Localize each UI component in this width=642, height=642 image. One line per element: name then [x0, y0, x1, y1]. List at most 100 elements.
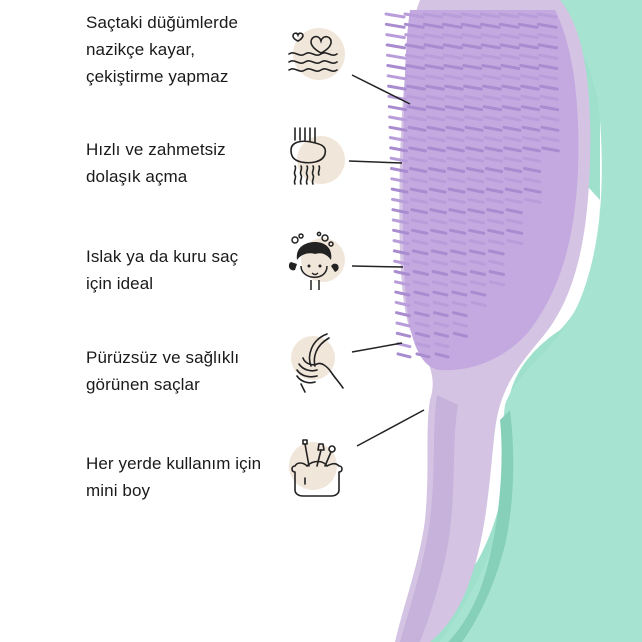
bristle	[537, 33, 558, 40]
bristle	[468, 239, 486, 246]
bristle	[499, 43, 521, 50]
bristle	[385, 53, 407, 60]
bristle	[480, 53, 502, 60]
bristle	[406, 84, 426, 91]
bristle	[483, 136, 503, 143]
bristle	[485, 187, 504, 194]
bristle	[449, 239, 467, 246]
bristle	[448, 218, 467, 225]
callout-line-2	[348, 160, 403, 164]
bristle	[467, 197, 485, 204]
bristle	[505, 218, 524, 225]
bristle	[408, 167, 428, 173]
bristle	[463, 94, 483, 101]
bristle	[384, 12, 406, 19]
bristle	[465, 146, 484, 153]
bristle	[450, 280, 468, 287]
bristle	[502, 125, 522, 132]
bristle	[506, 239, 524, 246]
hand-hair-icon	[291, 333, 344, 393]
bristle	[449, 249, 467, 256]
bristle	[388, 136, 408, 143]
bristle	[393, 280, 411, 287]
bristle	[488, 280, 506, 287]
bristle	[447, 177, 466, 184]
bristle	[498, 12, 520, 19]
bristle	[460, 12, 482, 19]
bristle	[461, 33, 482, 40]
bristle	[487, 228, 505, 235]
bristle	[410, 218, 429, 225]
bristle	[432, 300, 449, 307]
bristle	[445, 136, 465, 143]
bristle	[464, 115, 484, 122]
bristle	[452, 311, 468, 318]
bristle	[415, 342, 431, 349]
bristle	[408, 146, 427, 153]
bristle	[427, 156, 447, 163]
bristle	[469, 270, 487, 276]
callout-line-3	[351, 265, 404, 268]
bristle	[540, 136, 560, 143]
bristle	[523, 187, 542, 194]
bristle	[484, 146, 503, 153]
bristle	[504, 187, 523, 194]
bristle	[520, 94, 540, 101]
bristle	[412, 259, 429, 266]
bristle	[517, 22, 539, 29]
bristle	[430, 228, 448, 235]
bristle	[429, 197, 447, 204]
bristle	[430, 239, 448, 246]
bristle	[517, 12, 539, 19]
bristle	[387, 84, 407, 91]
bristle	[385, 33, 406, 40]
bristle	[386, 64, 407, 70]
bristle	[391, 208, 409, 215]
bristle	[387, 105, 408, 112]
bristle	[466, 187, 485, 194]
bristle	[537, 53, 559, 60]
bristle	[433, 331, 450, 338]
bristle	[464, 125, 484, 132]
bristle	[464, 136, 484, 143]
bristle	[522, 156, 542, 163]
bristle	[443, 74, 464, 81]
bristle	[481, 74, 502, 81]
bristle	[523, 177, 542, 184]
bristle	[446, 156, 466, 163]
bristle	[413, 300, 430, 307]
bristle	[409, 177, 428, 184]
bristle	[413, 290, 430, 297]
bristle	[461, 43, 483, 50]
bristle	[433, 321, 449, 328]
bristle	[521, 115, 541, 122]
bristle	[499, 53, 521, 60]
bristle	[520, 105, 541, 112]
bristle	[428, 187, 447, 194]
bristle	[518, 53, 540, 60]
bristle	[426, 136, 446, 143]
feature-text-3: Islak ya da kuru saç için ideal	[86, 247, 239, 293]
bristle	[433, 311, 449, 318]
brush-bristles	[384, 12, 560, 359]
bristle	[479, 22, 501, 29]
bristle	[414, 331, 431, 338]
bristle	[404, 53, 426, 60]
bristle	[482, 105, 503, 112]
bristle	[504, 177, 523, 184]
bristle	[536, 12, 558, 19]
bristle	[412, 280, 430, 287]
bristle	[505, 197, 523, 204]
bristle	[395, 311, 411, 318]
bristle	[451, 300, 468, 307]
bristle	[445, 115, 465, 122]
bristle	[405, 74, 426, 81]
bristle	[469, 280, 487, 287]
bristle	[441, 12, 463, 19]
bristle	[444, 105, 465, 112]
bristle	[411, 239, 429, 246]
bristle	[426, 115, 446, 122]
bristle	[388, 115, 408, 122]
bristle	[463, 105, 484, 112]
bristle	[499, 33, 520, 40]
